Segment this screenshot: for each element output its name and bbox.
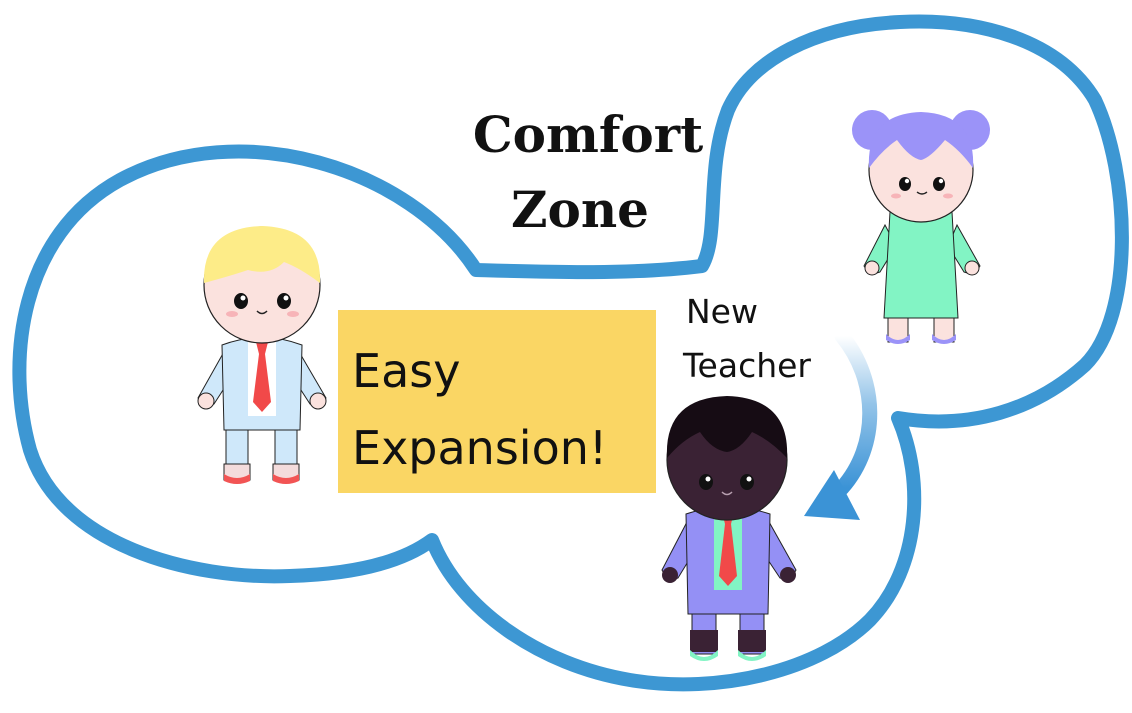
blonde-boy-in-suit-icon [197,226,327,484]
comfort-zone-outline [12,14,1129,692]
new-member-label-line1: New [686,292,758,331]
callout-line1: Easy [352,344,460,398]
callout-box: Easy Expansion! [338,310,656,493]
callout-line2: Expansion! [352,421,607,475]
curved-arrow-icon [804,328,878,520]
diagram-title-line2: Zone [511,180,649,239]
lavender-hair-girl-in-dress-icon [852,110,990,344]
new-member-label-line2: Teacher [682,346,811,385]
dark-skinned-teacher-in-suit-icon [661,396,797,661]
diagram-title-line1: Comfort [473,105,703,164]
